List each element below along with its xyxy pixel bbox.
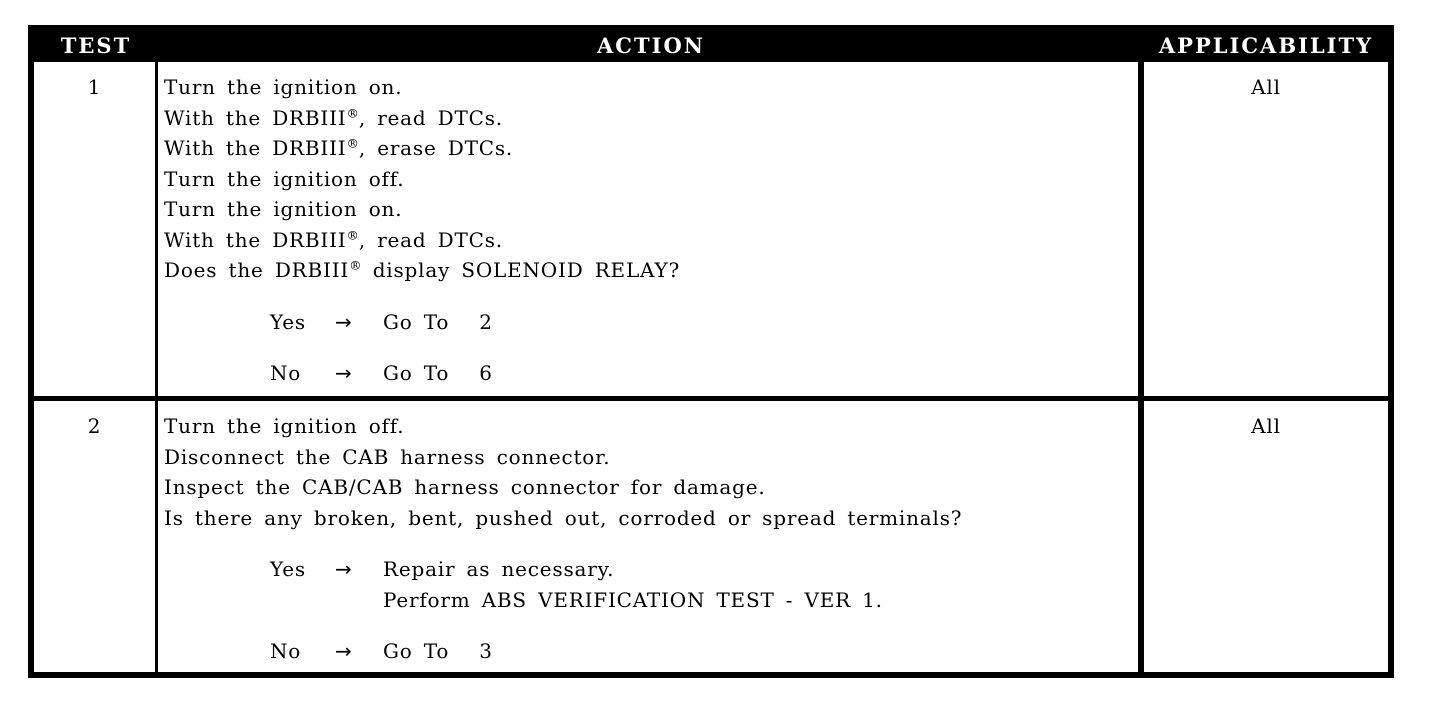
goto-label: Go To	[383, 309, 450, 334]
diagnostic-test-table: TEST ACTION APPLICABILITY 1 Turn the ign…	[28, 25, 1394, 678]
table-header-row: TEST ACTION APPLICABILITY	[34, 31, 1388, 62]
action-line: Turn the ignition on.	[164, 75, 403, 99]
decision-label: No	[270, 361, 302, 385]
goto-target: 2	[479, 309, 493, 334]
action-line: Inspect the CAB/CAB harness connector fo…	[164, 475, 766, 499]
goto-label: Go To	[383, 639, 450, 663]
column-header-applicability: APPLICABILITY	[1158, 33, 1374, 58]
decision-label: Yes	[270, 557, 306, 581]
action-line: With the DRBIII®, erase DTCs.	[164, 135, 514, 160]
action-cell: Turn the ignition on. With the DRBIII®, …	[158, 62, 1144, 396]
decision-result: Go To 6	[383, 358, 493, 389]
result-line: Repair as necessary.	[383, 557, 615, 581]
right-arrow-icon: →	[335, 557, 353, 581]
action-line: With the DRBIII®, read DTCs.	[164, 104, 503, 130]
action-line: Turn the ignition on.	[164, 197, 403, 221]
decision-result: Go To 3	[383, 636, 493, 667]
test-number: 2	[34, 401, 158, 672]
decision-result: Repair as necessary. Perform ABS VERIFIC…	[383, 554, 883, 615]
goto-target: 6	[479, 361, 493, 385]
goto-label: Go To	[383, 361, 450, 385]
decision-label: Yes	[270, 309, 306, 334]
decision-result: Go To 2	[383, 307, 493, 338]
decision-row-no: No → Go To 3	[164, 636, 1130, 667]
right-arrow-icon: →	[335, 639, 353, 663]
right-arrow-icon: →	[335, 361, 353, 385]
action-line: Turn the ignition off.	[164, 414, 405, 438]
decision-row-yes: Yes → Repair as necessary. Perform ABS V…	[164, 554, 1130, 615]
decision-row-no: No → Go To 6	[164, 358, 1130, 389]
action-cell: Turn the ignition off. Disconnect the CA…	[158, 401, 1144, 672]
action-line: Turn the ignition off.	[164, 166, 405, 191]
action-line: With the DRBIII®, read DTCs.	[164, 226, 503, 252]
table-row-test-1: 1 Turn the ignition on. With the DRBIII®…	[34, 62, 1388, 396]
action-line: Is there any broken, bent, pushed out, c…	[164, 505, 963, 530]
table-row-test-2: 2 Turn the ignition off. Disconnect the …	[34, 396, 1388, 672]
decision-label: No	[270, 639, 302, 663]
column-header-action: ACTION	[597, 33, 705, 58]
action-line: Disconnect the CAB harness connector.	[164, 444, 611, 469]
action-line: Does the DRBIII® display SOLENOID RELAY?	[164, 257, 680, 282]
decision-row-yes: Yes → Go To 2	[164, 307, 1130, 338]
goto-target: 3	[479, 639, 493, 663]
applicability-value: All	[1251, 75, 1281, 99]
result-line: Perform ABS VERIFICATION TEST - VER 1.	[383, 587, 883, 612]
applicability-value: All	[1251, 414, 1281, 438]
column-header-test: TEST	[60, 33, 132, 58]
test-number: 1	[34, 62, 158, 396]
right-arrow-icon: →	[335, 309, 353, 334]
